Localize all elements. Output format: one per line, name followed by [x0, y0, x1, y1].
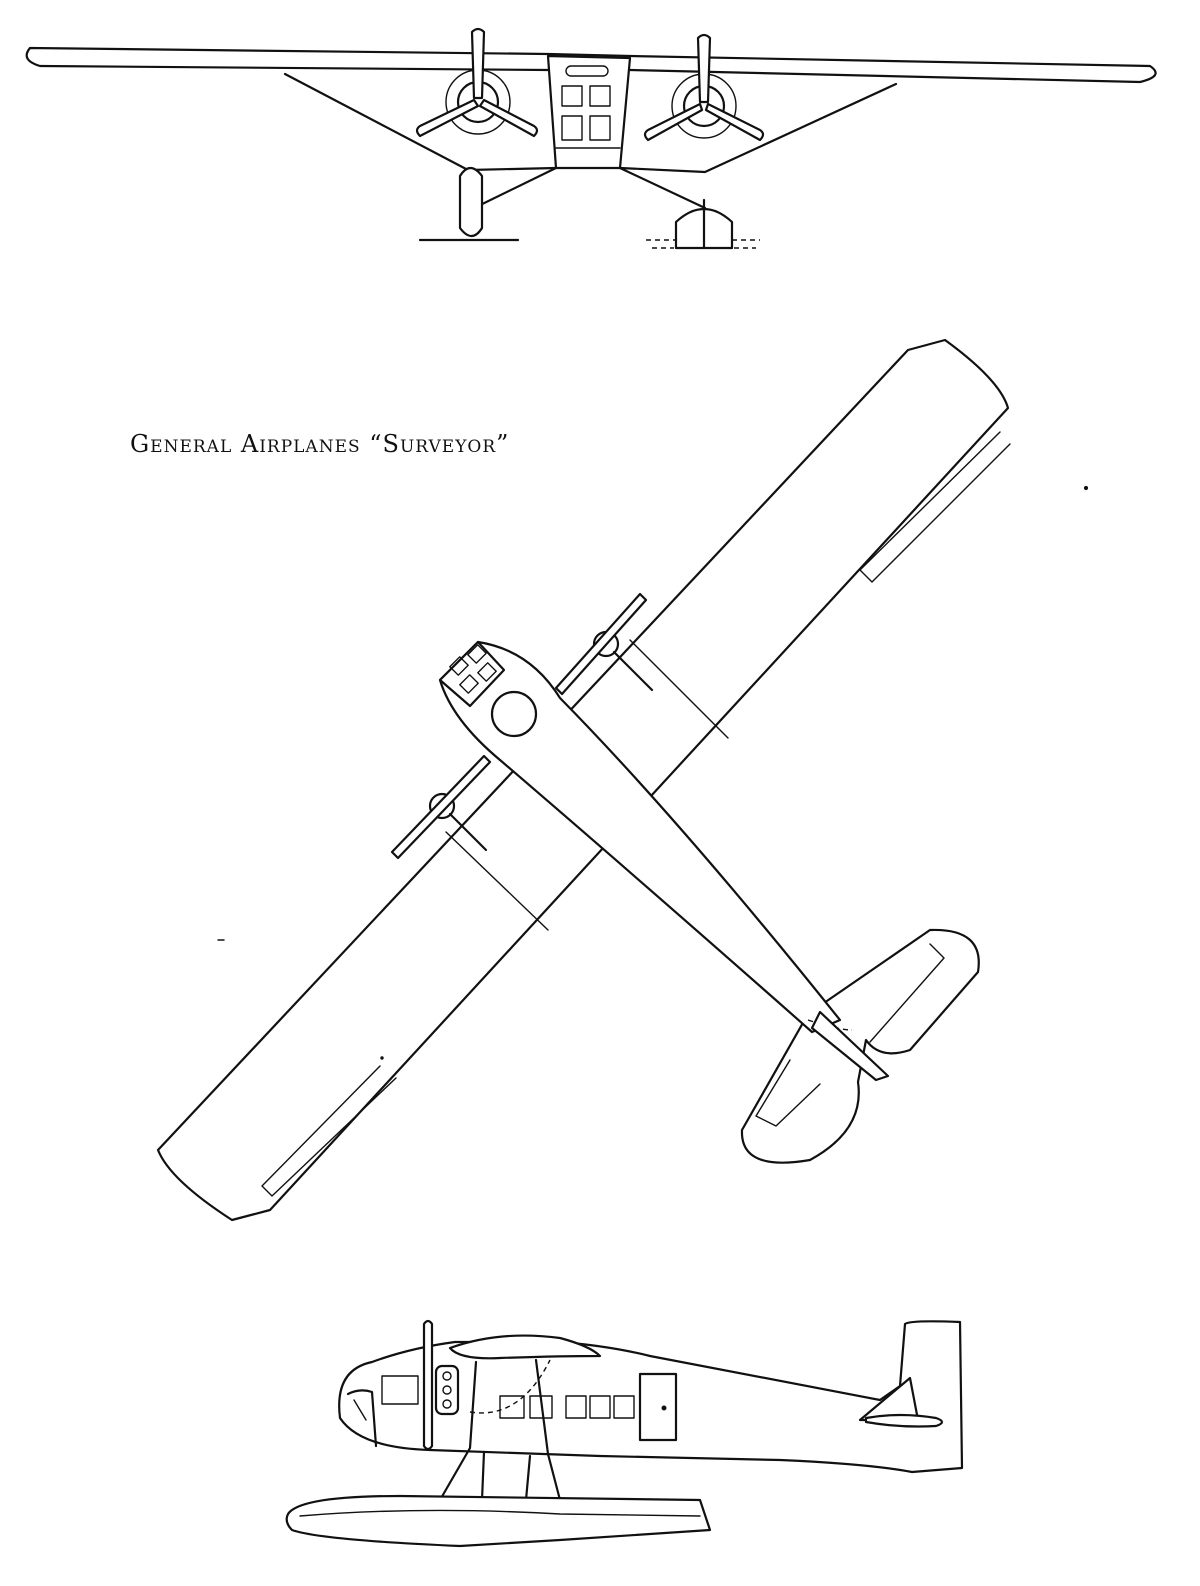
- roof-hatch: [490, 690, 538, 738]
- front-window: [589, 115, 611, 141]
- aileron-left: [261, 1065, 397, 1197]
- front-strut: [618, 166, 707, 210]
- front-window: [561, 85, 583, 107]
- side-float: [285, 1494, 712, 1548]
- front-strut: [468, 166, 558, 212]
- scan-mark: [380, 1056, 384, 1060]
- front-float-left: [458, 166, 484, 238]
- horizontal-tail: [740, 928, 980, 1164]
- front-strut: [618, 82, 898, 174]
- side-elevator: [864, 1413, 944, 1428]
- side-engine: [434, 1364, 460, 1416]
- top-propeller-right: [554, 592, 648, 696]
- side-window: [589, 1395, 611, 1419]
- front-window: [565, 65, 609, 77]
- side-view: [285, 1319, 964, 1548]
- front-propeller-right: [696, 33, 712, 104]
- side-window: [613, 1395, 635, 1419]
- front-window: [561, 115, 583, 141]
- scan-mark: [1083, 485, 1089, 491]
- side-window: [381, 1375, 419, 1405]
- drawing-caption: General Airplanes “Surveyor”: [130, 430, 510, 458]
- side-window: [565, 1395, 587, 1419]
- aileron-right: [859, 431, 1011, 583]
- side-propeller: [422, 1319, 434, 1451]
- front-view: [25, 27, 1157, 250]
- side-wing: [448, 1334, 602, 1360]
- top-propeller-left: [390, 754, 492, 860]
- side-window: [499, 1395, 525, 1419]
- cockpit: [438, 640, 506, 708]
- front-propeller-left: [470, 27, 486, 100]
- top-fuselage: [438, 640, 842, 1034]
- rudder-top: [810, 1010, 890, 1082]
- top-view: [156, 338, 1011, 1222]
- front-window: [589, 85, 611, 107]
- side-door: [638, 1372, 678, 1442]
- front-fuselage: [546, 54, 632, 170]
